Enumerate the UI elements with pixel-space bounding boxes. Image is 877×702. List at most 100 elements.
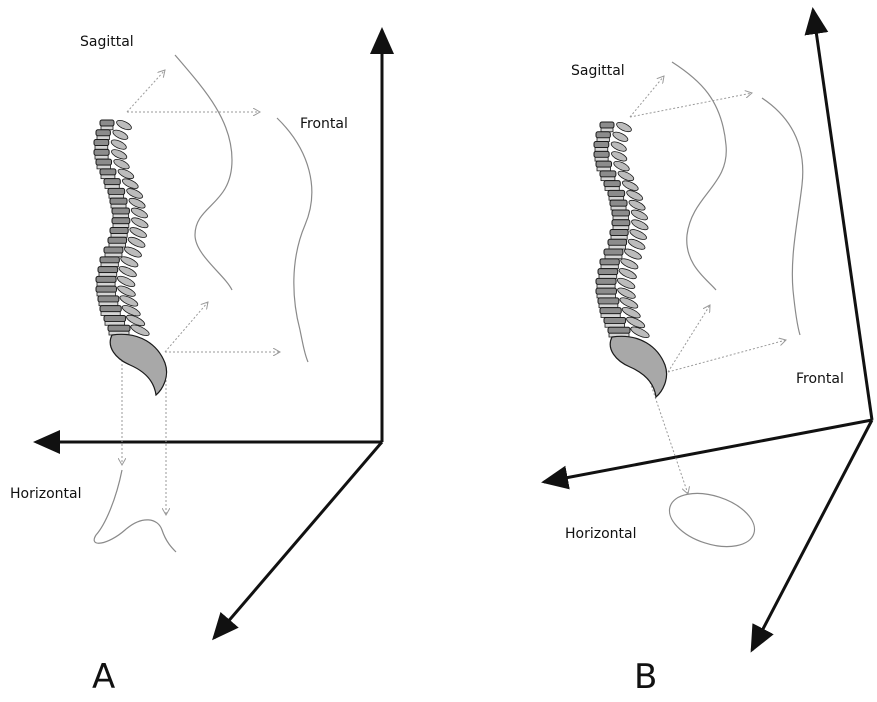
vertebra (96, 286, 116, 292)
intervertebral-disc (601, 177, 615, 181)
vertebra (596, 288, 616, 294)
intervertebral-disc (611, 206, 626, 210)
intervertebral-disc (105, 185, 119, 189)
intervertebral-disc (599, 304, 618, 308)
spinous-process (112, 128, 130, 141)
intervertebral-disc (113, 214, 128, 218)
vertebra (100, 120, 114, 126)
sagittal-label-b: Sagittal (571, 63, 625, 79)
intervertebral-disc (101, 263, 118, 267)
intervertebral-disc (97, 282, 115, 286)
intervertebral-disc (601, 314, 620, 318)
vertebra (596, 161, 612, 167)
vertebra (100, 306, 121, 312)
intervertebral-disc (599, 275, 617, 279)
vertebra (104, 179, 120, 185)
vertebra (604, 181, 620, 187)
axes-b (544, 10, 872, 650)
vertical-axis-b (813, 10, 872, 420)
sacrum (110, 334, 166, 395)
frontal-label-b: Frontal (796, 371, 844, 387)
horizontal-label-b: Horizontal (565, 526, 636, 542)
intervertebral-disc (95, 146, 108, 150)
vertebra (610, 200, 627, 206)
vertebra (96, 276, 116, 282)
vertebra (96, 130, 110, 136)
vertebra (94, 149, 109, 155)
spinous-process (610, 140, 628, 153)
frontal-curve-a (277, 118, 312, 362)
vertebra (608, 327, 630, 333)
vertebra (610, 230, 628, 236)
vertebra (612, 220, 630, 226)
intervertebral-disc (109, 194, 124, 198)
spinous-process (110, 138, 128, 151)
vertebra (98, 267, 118, 273)
intervertebral-disc (97, 136, 109, 140)
sagittal-curve-b (672, 62, 726, 290)
vertebra (612, 210, 629, 216)
vertebra (108, 237, 127, 243)
intervertebral-disc (95, 155, 108, 159)
horizontal-curve-b (663, 484, 762, 557)
vertebra (110, 198, 127, 204)
vertebra (108, 325, 130, 331)
vertebra (596, 278, 616, 284)
vertebra (598, 298, 619, 304)
vertebra (600, 122, 614, 128)
vertebra (608, 190, 625, 196)
spinous-process (612, 130, 630, 143)
intervertebral-disc (113, 224, 129, 228)
projection-arrows-a (122, 70, 280, 515)
vertebra (598, 269, 618, 275)
sacrum (610, 336, 666, 397)
intervertebral-disc (613, 216, 628, 220)
vertebra (608, 239, 627, 245)
horizontal-axis-b (544, 420, 872, 482)
spinous-process (610, 150, 628, 163)
intervertebral-disc (105, 253, 122, 257)
intervertebral-disc (97, 165, 111, 169)
intervertebral-disc (609, 245, 626, 249)
spine-illustration-b (594, 120, 667, 397)
panel-b: Sagittal Frontal Horizontal B (544, 10, 872, 697)
vertebra (104, 315, 126, 321)
frontal-curve-b (762, 98, 803, 335)
projection-arrows-b (630, 76, 786, 494)
intervertebral-disc (101, 175, 115, 179)
vertebra (600, 259, 619, 265)
horizontal-label-a: Horizontal (10, 486, 81, 502)
vertebra (110, 228, 128, 234)
vertebra (100, 169, 116, 175)
vertebra (604, 249, 623, 255)
spine-illustration-a (94, 118, 167, 395)
intervertebral-disc (601, 265, 618, 269)
intervertebral-disc (611, 236, 627, 240)
horizontal-curve-a (94, 470, 176, 552)
vertebra (98, 296, 119, 302)
vertebra (604, 317, 626, 323)
spinous-process (115, 118, 132, 131)
intervertebral-disc (613, 226, 629, 230)
vertebra (104, 247, 123, 253)
intervertebral-disc (109, 243, 126, 247)
intervertebral-disc (595, 148, 608, 152)
intervertebral-disc (605, 324, 625, 328)
intervertebral-disc (595, 157, 608, 161)
intervertebral-disc (101, 126, 113, 130)
panel-label-b: B (634, 657, 657, 697)
vertebra (596, 132, 610, 138)
intervertebral-disc (597, 294, 615, 298)
intervertebral-disc (605, 187, 619, 191)
vertebra (100, 257, 119, 263)
vertebra (600, 171, 616, 177)
sagittal-label-a: Sagittal (80, 34, 134, 50)
vertebra (96, 159, 112, 165)
vertebra (112, 208, 129, 214)
vertebra (594, 142, 609, 148)
vertebra (108, 188, 125, 194)
intervertebral-disc (597, 138, 609, 142)
intervertebral-disc (99, 302, 118, 306)
intervertebral-disc (105, 322, 125, 326)
